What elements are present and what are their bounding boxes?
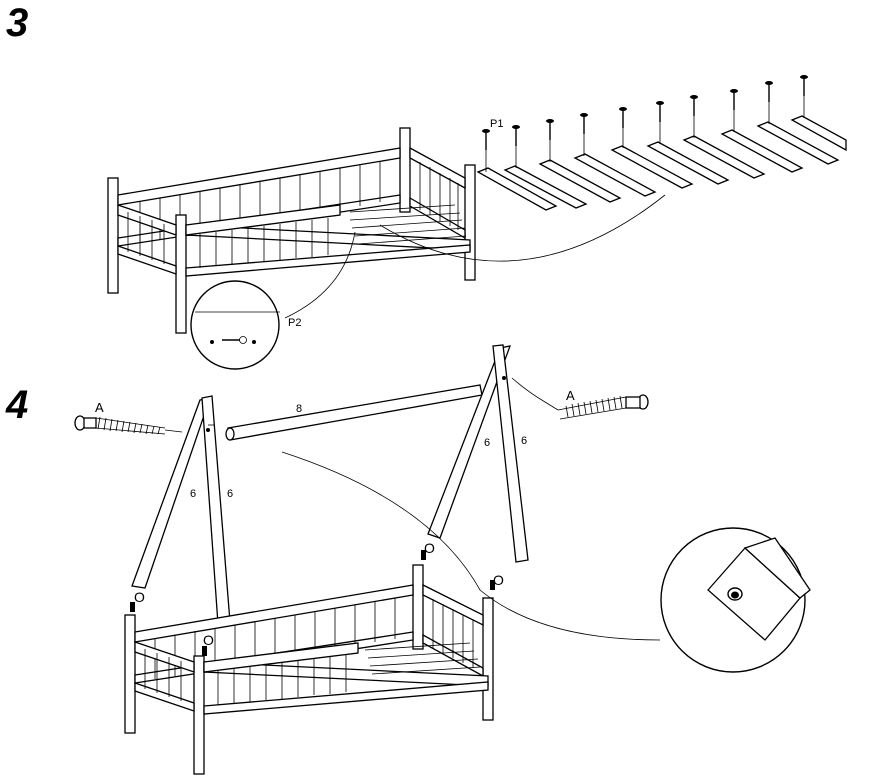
dowels-o [130,550,495,656]
label-leg-6-d: 6 [521,435,527,447]
label-leg-6-a: 6 [190,488,196,500]
label-leg-6-c: 6 [484,437,490,449]
label-leg-6-b: 6 [227,488,233,500]
top-beam-8 [225,384,483,441]
bolt-a-left [74,415,183,435]
label-p1: P1 [490,118,503,130]
guide-line-slats [379,194,666,262]
screws-p1 [482,75,808,172]
label-dowel-o-2: O [203,632,214,648]
detail-circle-post [660,527,811,673]
guide-line-detail [281,451,661,641]
step-number-4: 4 [5,383,28,427]
label-bolt-a-left: A [95,400,104,415]
bed-frame-step3 [107,127,476,334]
right-a-frame [427,344,529,563]
left-a-frame [131,395,231,625]
label-beam-8: 8 [296,403,302,415]
detail-circle-p2 [190,231,356,370]
label-p2: P2 [288,317,301,329]
slats-row [476,115,847,211]
bolt-a-right [544,394,649,420]
label-dowel-o-4: O [493,572,504,588]
bolt-a-right-guide [511,377,546,403]
label-dowel-o-1: O [134,589,145,605]
label-bolt-a-right: A [566,388,575,403]
label-dowel-o-3: O [424,540,435,556]
step-number-3: 3 [6,1,28,45]
bed-frame-step4 [124,564,494,775]
